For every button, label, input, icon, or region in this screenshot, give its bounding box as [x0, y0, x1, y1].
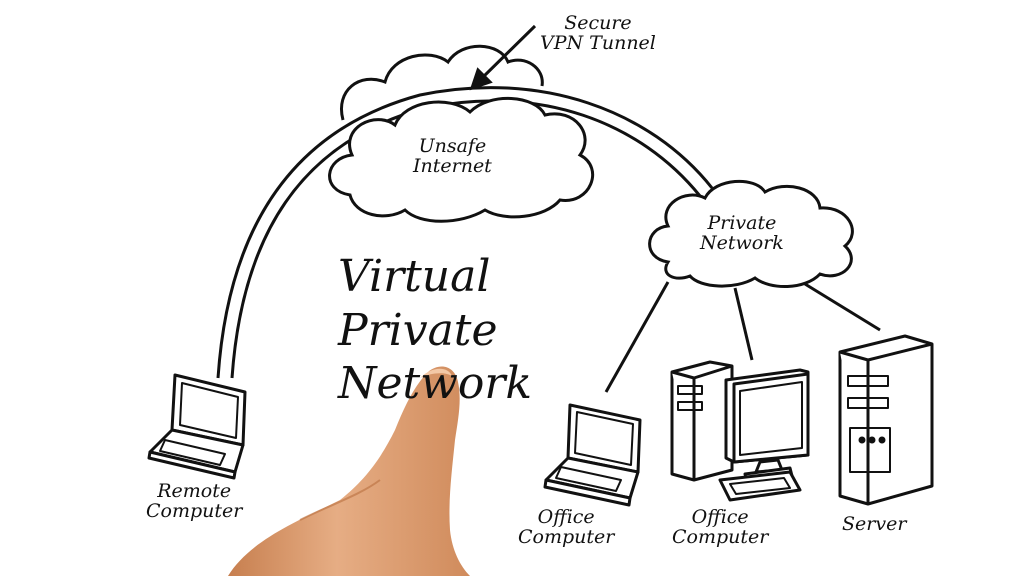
desktop-tower-icon	[670, 360, 734, 482]
server-label: Server	[842, 513, 907, 535]
tunnel-arrow	[469, 24, 537, 91]
pointing-finger	[228, 366, 470, 576]
internet-cloud-top	[340, 44, 544, 121]
internet-cloud-line1: Unsafe	[418, 135, 487, 157]
office1-line1: Office	[537, 506, 595, 528]
monitor-icon	[718, 368, 810, 502]
remote-computer-label: Remote Computer	[146, 480, 243, 522]
title-line-private: Private	[338, 304, 498, 356]
office2-line1: Office	[691, 506, 749, 528]
server-line1: Server	[842, 513, 907, 535]
title-line-virtual: Virtual	[338, 251, 491, 302]
tunnel-label: Secure VPN Tunnel	[540, 12, 656, 54]
office-computer-1-label: Office Computer	[518, 506, 615, 548]
network-links	[604, 281, 881, 393]
office2-line2: Computer	[672, 525, 769, 548]
office1-line2: Computer	[518, 525, 615, 548]
private-cloud-line1: Private	[707, 212, 777, 234]
office-computer-2-label: Office Computer	[672, 506, 769, 548]
office-laptop-icon	[543, 403, 642, 507]
remote-line2: Computer	[146, 499, 243, 522]
tunnel-label-line2: VPN Tunnel	[540, 31, 656, 54]
title-line-network: Network	[338, 358, 533, 410]
internet-cloud	[328, 97, 594, 223]
private-cloud-label: Private Network	[700, 212, 784, 254]
private-cloud-line2: Network	[700, 231, 784, 254]
internet-cloud-line2: Internet	[413, 154, 492, 177]
server-icon	[838, 334, 934, 506]
internet-cloud-label: Unsafe Internet	[413, 135, 492, 177]
remote-laptop-icon	[147, 373, 247, 480]
remote-line1: Remote	[157, 480, 232, 502]
tunnel-label-line1: Secure	[564, 12, 632, 34]
diagram-title: Virtual Private Network	[338, 250, 532, 411]
private-network-cloud	[648, 179, 854, 289]
